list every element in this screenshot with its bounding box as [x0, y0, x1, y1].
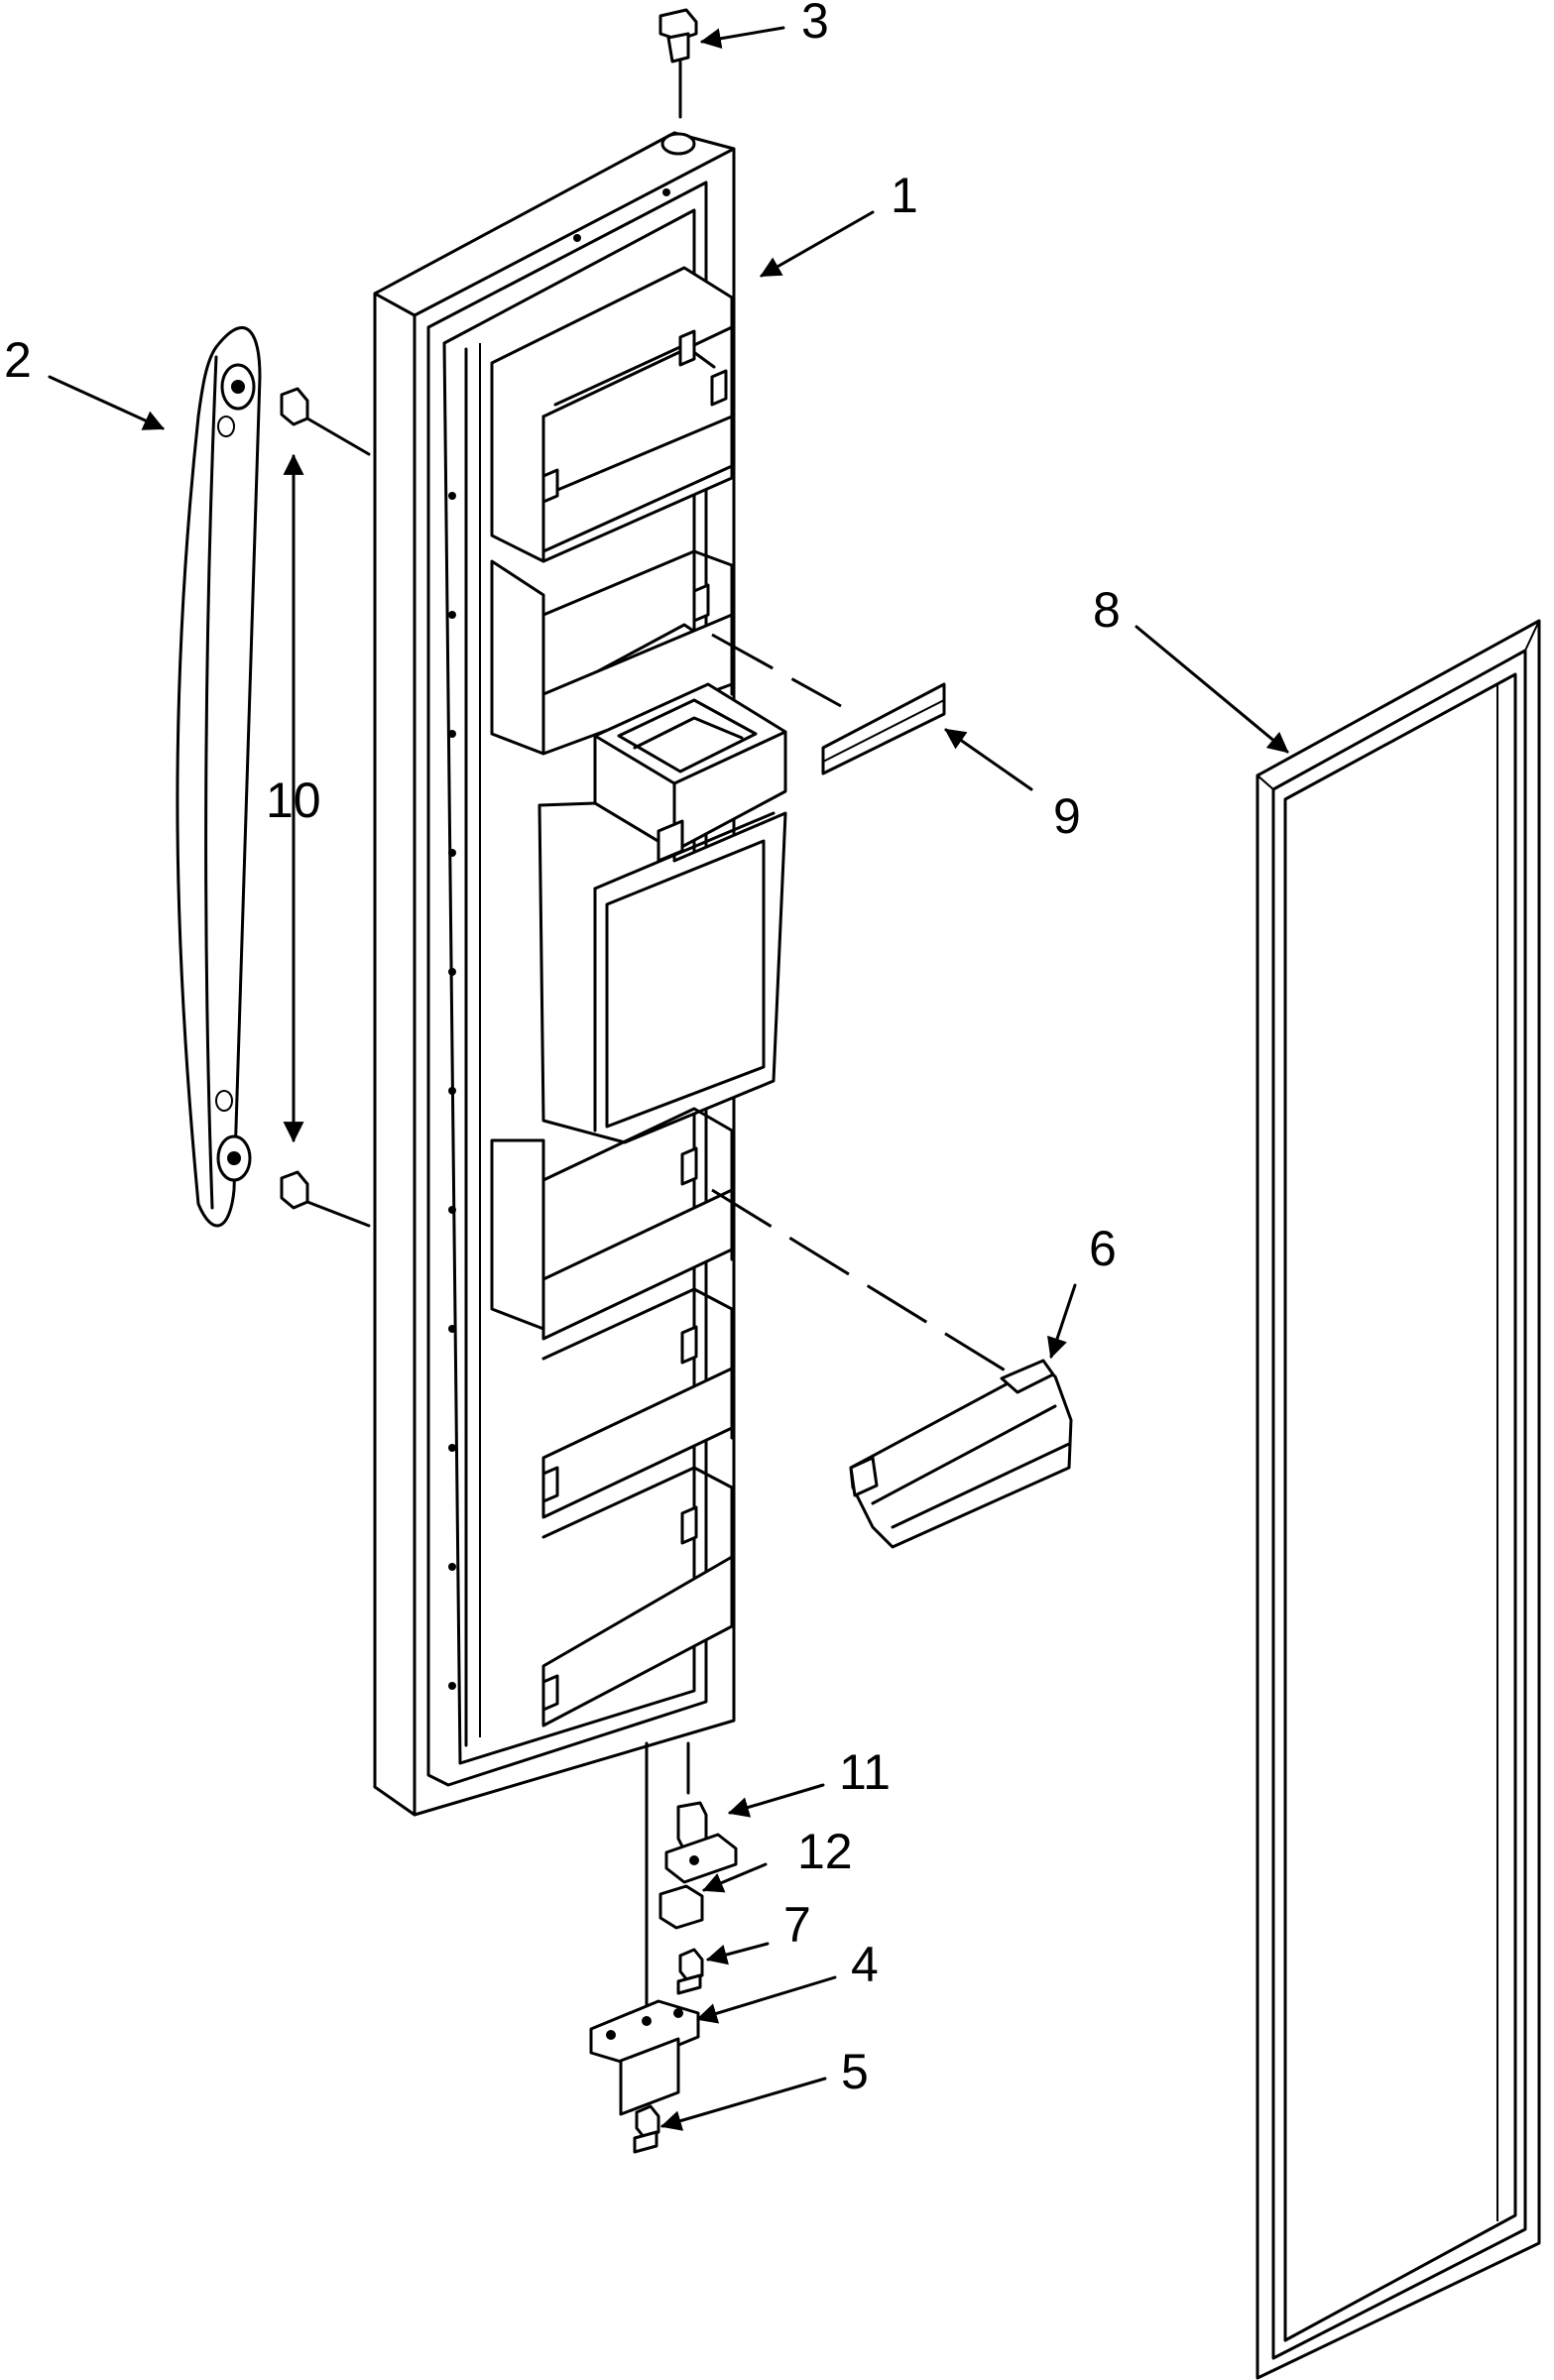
- callout-8: 8: [1093, 582, 1121, 638]
- callout-7: 7: [783, 1897, 811, 1953]
- upper-door-bin: [490, 266, 734, 563]
- callout-6: 6: [1089, 1221, 1117, 1276]
- callout-12: 12: [797, 1824, 853, 1879]
- gasket-strip: [711, 633, 946, 775]
- dispenser-housing: [538, 682, 787, 1144]
- callout-4: 4: [851, 1937, 879, 1992]
- door-bin-rail: [711, 1188, 1073, 1549]
- handle-studs: [280, 387, 371, 1228]
- second-door-bin: [490, 549, 734, 756]
- callout-2: 2: [4, 332, 32, 388]
- door-gasket: [1255, 619, 1541, 2380]
- leader-lines: [48, 26, 1289, 2131]
- callout-1: 1: [891, 168, 918, 223]
- lower-door-bins: [490, 1107, 734, 1727]
- callout-5: 5: [841, 2044, 869, 2099]
- callout-10: 10: [266, 773, 321, 828]
- door-side-rivets: [448, 188, 670, 1690]
- top-hinge-pin: [658, 8, 698, 156]
- callout-9: 9: [1053, 788, 1081, 844]
- callout-11: 11: [839, 1744, 891, 1800]
- bottom-hinge-hardware: [589, 1741, 738, 2154]
- door-handle: [176, 326, 262, 1228]
- door-assembly: [373, 131, 787, 1817]
- callout-3: 3: [801, 0, 829, 49]
